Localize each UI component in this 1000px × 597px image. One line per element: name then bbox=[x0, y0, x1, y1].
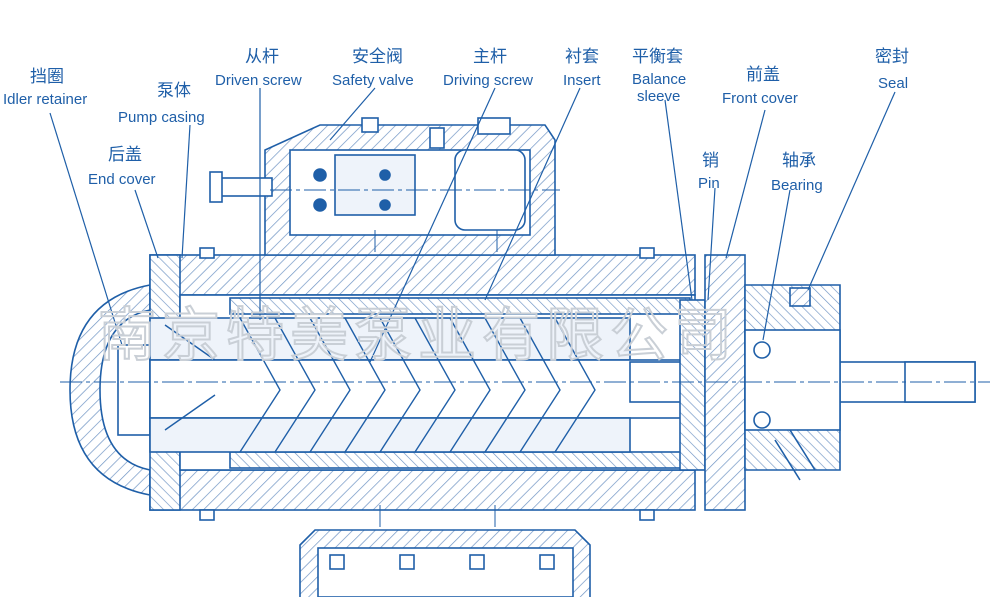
label-balance-sleeve-cn: 平衡套 bbox=[632, 47, 683, 67]
label-pump-casing-en: Pump casing bbox=[118, 109, 205, 126]
label-front-cover-en: Front cover bbox=[722, 90, 798, 107]
top-bolt-2 bbox=[429, 127, 445, 149]
callout-labels: 挡圈 Idler retainer 泵体 Pump casing 后盖 End … bbox=[3, 47, 909, 194]
top-bolt-3 bbox=[477, 117, 511, 135]
label-safety-valve: 安全阀 Safety valve bbox=[332, 47, 414, 89]
label-driving-screw-cn: 主杆 bbox=[473, 47, 507, 67]
insert-sleeve-bottom bbox=[229, 451, 691, 469]
label-front-cover-cn: 前盖 bbox=[746, 65, 780, 85]
label-safety-valve-en: Safety valve bbox=[332, 72, 414, 89]
base-lug-3 bbox=[469, 554, 485, 570]
valve-bolt-head bbox=[209, 171, 223, 203]
casing-bolt-3 bbox=[199, 509, 215, 521]
valve-spring bbox=[313, 168, 391, 212]
base-bracket-inner bbox=[317, 547, 574, 597]
label-seal: 密封 Seal bbox=[875, 47, 909, 92]
label-bearing-en: Bearing bbox=[771, 177, 823, 194]
center-lines bbox=[60, 189, 990, 530]
base-lug-4 bbox=[539, 554, 555, 570]
label-front-cover: 前盖 Front cover bbox=[722, 65, 798, 107]
base-lug-2 bbox=[399, 554, 415, 570]
label-balance-sleeve-en2: sleeve bbox=[637, 88, 680, 105]
seal-part bbox=[789, 287, 811, 307]
label-driving-screw-en: Driving screw bbox=[443, 72, 533, 89]
label-idler-retainer-en: Idler retainer bbox=[3, 91, 87, 108]
label-driving-screw: 主杆 Driving screw bbox=[443, 47, 533, 89]
drawing bbox=[60, 117, 990, 597]
casing-bolt-2 bbox=[639, 247, 655, 259]
label-idler-retainer: 挡圈 Idler retainer bbox=[3, 67, 87, 108]
label-balance-sleeve: 平衡套 Balance sleeve bbox=[632, 47, 686, 105]
label-driven-screw-cn: 从杆 bbox=[245, 47, 279, 67]
casing-top-wall bbox=[149, 254, 696, 296]
casing-bolt-4 bbox=[639, 509, 655, 521]
leader-safety-valve bbox=[329, 87, 376, 141]
top-bolt-1 bbox=[361, 117, 379, 133]
label-idler-retainer-cn: 挡圈 bbox=[30, 67, 64, 87]
end-cover-part bbox=[69, 284, 151, 496]
leader-seal bbox=[807, 91, 896, 291]
casing-bottom-wall bbox=[149, 469, 696, 511]
safety-valve-body bbox=[334, 154, 416, 216]
balance-sleeve-part bbox=[679, 299, 706, 471]
label-safety-valve-cn: 安全阀 bbox=[352, 47, 403, 67]
leader-front-cover bbox=[725, 109, 766, 259]
leader-end-cover bbox=[134, 189, 159, 259]
label-end-cover-en: End cover bbox=[88, 171, 156, 188]
label-bearing: 轴承 Bearing bbox=[771, 151, 823, 194]
bearing-balls bbox=[753, 341, 816, 481]
label-driven-screw: 从杆 Driven screw bbox=[215, 47, 302, 89]
label-pin: 销 Pin bbox=[698, 151, 720, 192]
label-seal-en: Seal bbox=[878, 75, 908, 92]
label-end-cover: 后盖 End cover bbox=[88, 145, 156, 188]
label-pin-en: Pin bbox=[698, 175, 720, 192]
label-pin-cn: 销 bbox=[702, 151, 719, 171]
screw-threads bbox=[164, 317, 596, 453]
label-balance-sleeve-en1: Balance bbox=[632, 71, 686, 88]
leader-balance-sleeve bbox=[664, 99, 693, 301]
base-lug-1 bbox=[329, 554, 345, 570]
casing-bolt-1 bbox=[199, 247, 215, 259]
driven-screw-lower bbox=[149, 417, 631, 453]
leader-insert bbox=[484, 87, 581, 301]
leader-bearing bbox=[762, 189, 791, 341]
leader-lines bbox=[49, 87, 896, 363]
leader-driving-screw bbox=[369, 87, 496, 363]
label-pump-casing: 泵体 Pump casing bbox=[118, 81, 205, 126]
company-watermark: 南京特美泵业有限公司 bbox=[98, 301, 738, 369]
leader-idler-retainer bbox=[49, 112, 123, 346]
leader-pump-casing bbox=[181, 124, 191, 259]
label-driven-screw-en: Driven screw bbox=[215, 72, 302, 89]
leader-pin bbox=[707, 187, 716, 301]
label-bearing-cn: 轴承 bbox=[782, 151, 816, 171]
label-insert-cn: 衬套 bbox=[565, 47, 599, 67]
label-insert-en: Insert bbox=[563, 72, 601, 89]
label-pump-casing-cn: 泵体 bbox=[157, 81, 191, 101]
label-insert: 衬套 Insert bbox=[563, 47, 601, 89]
label-seal-cn: 密封 bbox=[875, 47, 909, 67]
label-end-cover-cn: 后盖 bbox=[108, 145, 142, 165]
